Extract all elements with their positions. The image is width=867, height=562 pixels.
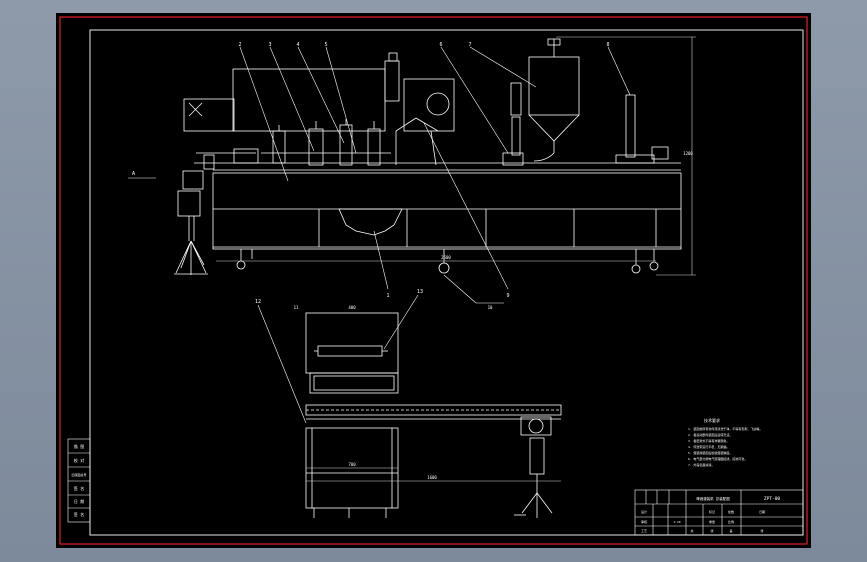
tech-note-1: 1. 装配前所有零件须清洗干净，不得有毛刺、飞边等。 (688, 426, 762, 431)
tech-notes-heading: 技术要求 (704, 417, 720, 423)
tb-row-1: 设计 (641, 509, 647, 514)
left-title-strip (67, 438, 91, 523)
plan-view (257, 294, 562, 518)
dim-length: 2500 (441, 255, 451, 260)
tech-note-5: 5. 灌装阀装配后检验灌装精度。 (688, 450, 732, 455)
beer-tank (502, 38, 580, 166)
tb-scale-3: 比例 (728, 519, 734, 524)
balloon-11: 11 (294, 305, 299, 310)
title-block (634, 489, 804, 536)
tb-row-3: 工艺 (641, 528, 647, 533)
filling-heads (261, 119, 391, 166)
tb-footer-3: 第 (729, 528, 732, 533)
tb-footer-4: 张 (760, 528, 763, 533)
balloon-2: 2 (238, 42, 241, 48)
balloon-13: 13 (417, 289, 423, 295)
tech-note-4: 4. 传送带运行平稳，无跑偏。 (688, 444, 729, 449)
drawing-title: 啤酒灌装机 总装配图 (696, 496, 730, 501)
strip-cell-5: 日 期 (74, 498, 84, 504)
caster-wheels (236, 249, 659, 274)
strip-cell-4: 签 名 (74, 485, 84, 491)
height-dimension (556, 36, 696, 276)
sheet-border (59, 16, 808, 545)
tb-col-3: 日期 (759, 509, 765, 514)
balloon-12: 12 (255, 299, 261, 305)
tb-footer-1: 共 (690, 528, 693, 533)
collector-funnel (338, 208, 403, 236)
leader-lines (239, 46, 631, 304)
balloon-6: 6 (439, 42, 442, 48)
tech-note-3: 3. 各密封处不得有渗漏现象。 (688, 438, 729, 443)
machine-hood (183, 52, 455, 166)
tb-col-2: 处数 (728, 509, 734, 514)
tb-col-1: 标记 (709, 509, 715, 514)
machine-frame (212, 172, 682, 250)
balloon-9: 9 (506, 293, 509, 299)
tech-note-6: 6. 电气部分按电气原理图接线，接地可靠。 (688, 456, 747, 461)
view-note-a: A (132, 171, 135, 177)
tb-row-2: 审核 (641, 519, 647, 524)
balloon-7: 7 (468, 42, 471, 48)
strip-cell-2: 校 对 (74, 457, 84, 463)
balloon-1: 1 (386, 293, 389, 299)
capping-column (615, 94, 669, 164)
tb-footer-2: 张 (710, 528, 713, 533)
tech-note-7: 7. 外露表面涂漆。 (688, 462, 714, 467)
strip-cell-6: 签 名 (74, 511, 84, 517)
plan-dim-base: 700 (348, 462, 356, 467)
assembly-drawing: 2 3 4 5 6 7 8 9 1 10 11 2500 1200 A 12 1… (59, 16, 808, 545)
strip-cell-1: 描 图 (74, 443, 84, 449)
elevation-view (128, 36, 696, 304)
plan-conveyor (305, 404, 562, 436)
tb-scale-2: 重量 (709, 519, 715, 524)
balloon-3: 3 (268, 42, 271, 48)
balloon-4: 4 (296, 42, 299, 48)
tech-note-2: 2. 各运动部件装配后运转灵活。 (688, 432, 732, 437)
plan-hood (305, 312, 399, 374)
drawing-frame (89, 29, 804, 536)
drawing-number: ZPT-00 (764, 496, 781, 502)
plan-stand (514, 437, 553, 518)
balloon-8: 8 (606, 42, 609, 48)
balloon-10: 10 (488, 305, 493, 310)
drawing-sheet: 2 3 4 5 6 7 8 9 1 10 11 2500 1200 A 12 1… (56, 13, 811, 548)
drive-motor (174, 148, 259, 275)
balloon-5: 5 (324, 42, 327, 48)
strip-cell-3: 旧底图总号 (71, 472, 86, 477)
plan-dim-total: 1600 (427, 475, 437, 480)
tb-scale-1: 1:10 (673, 520, 680, 524)
dim-height: 1200 (683, 151, 693, 156)
plan-dim-top: 400 (348, 305, 356, 310)
